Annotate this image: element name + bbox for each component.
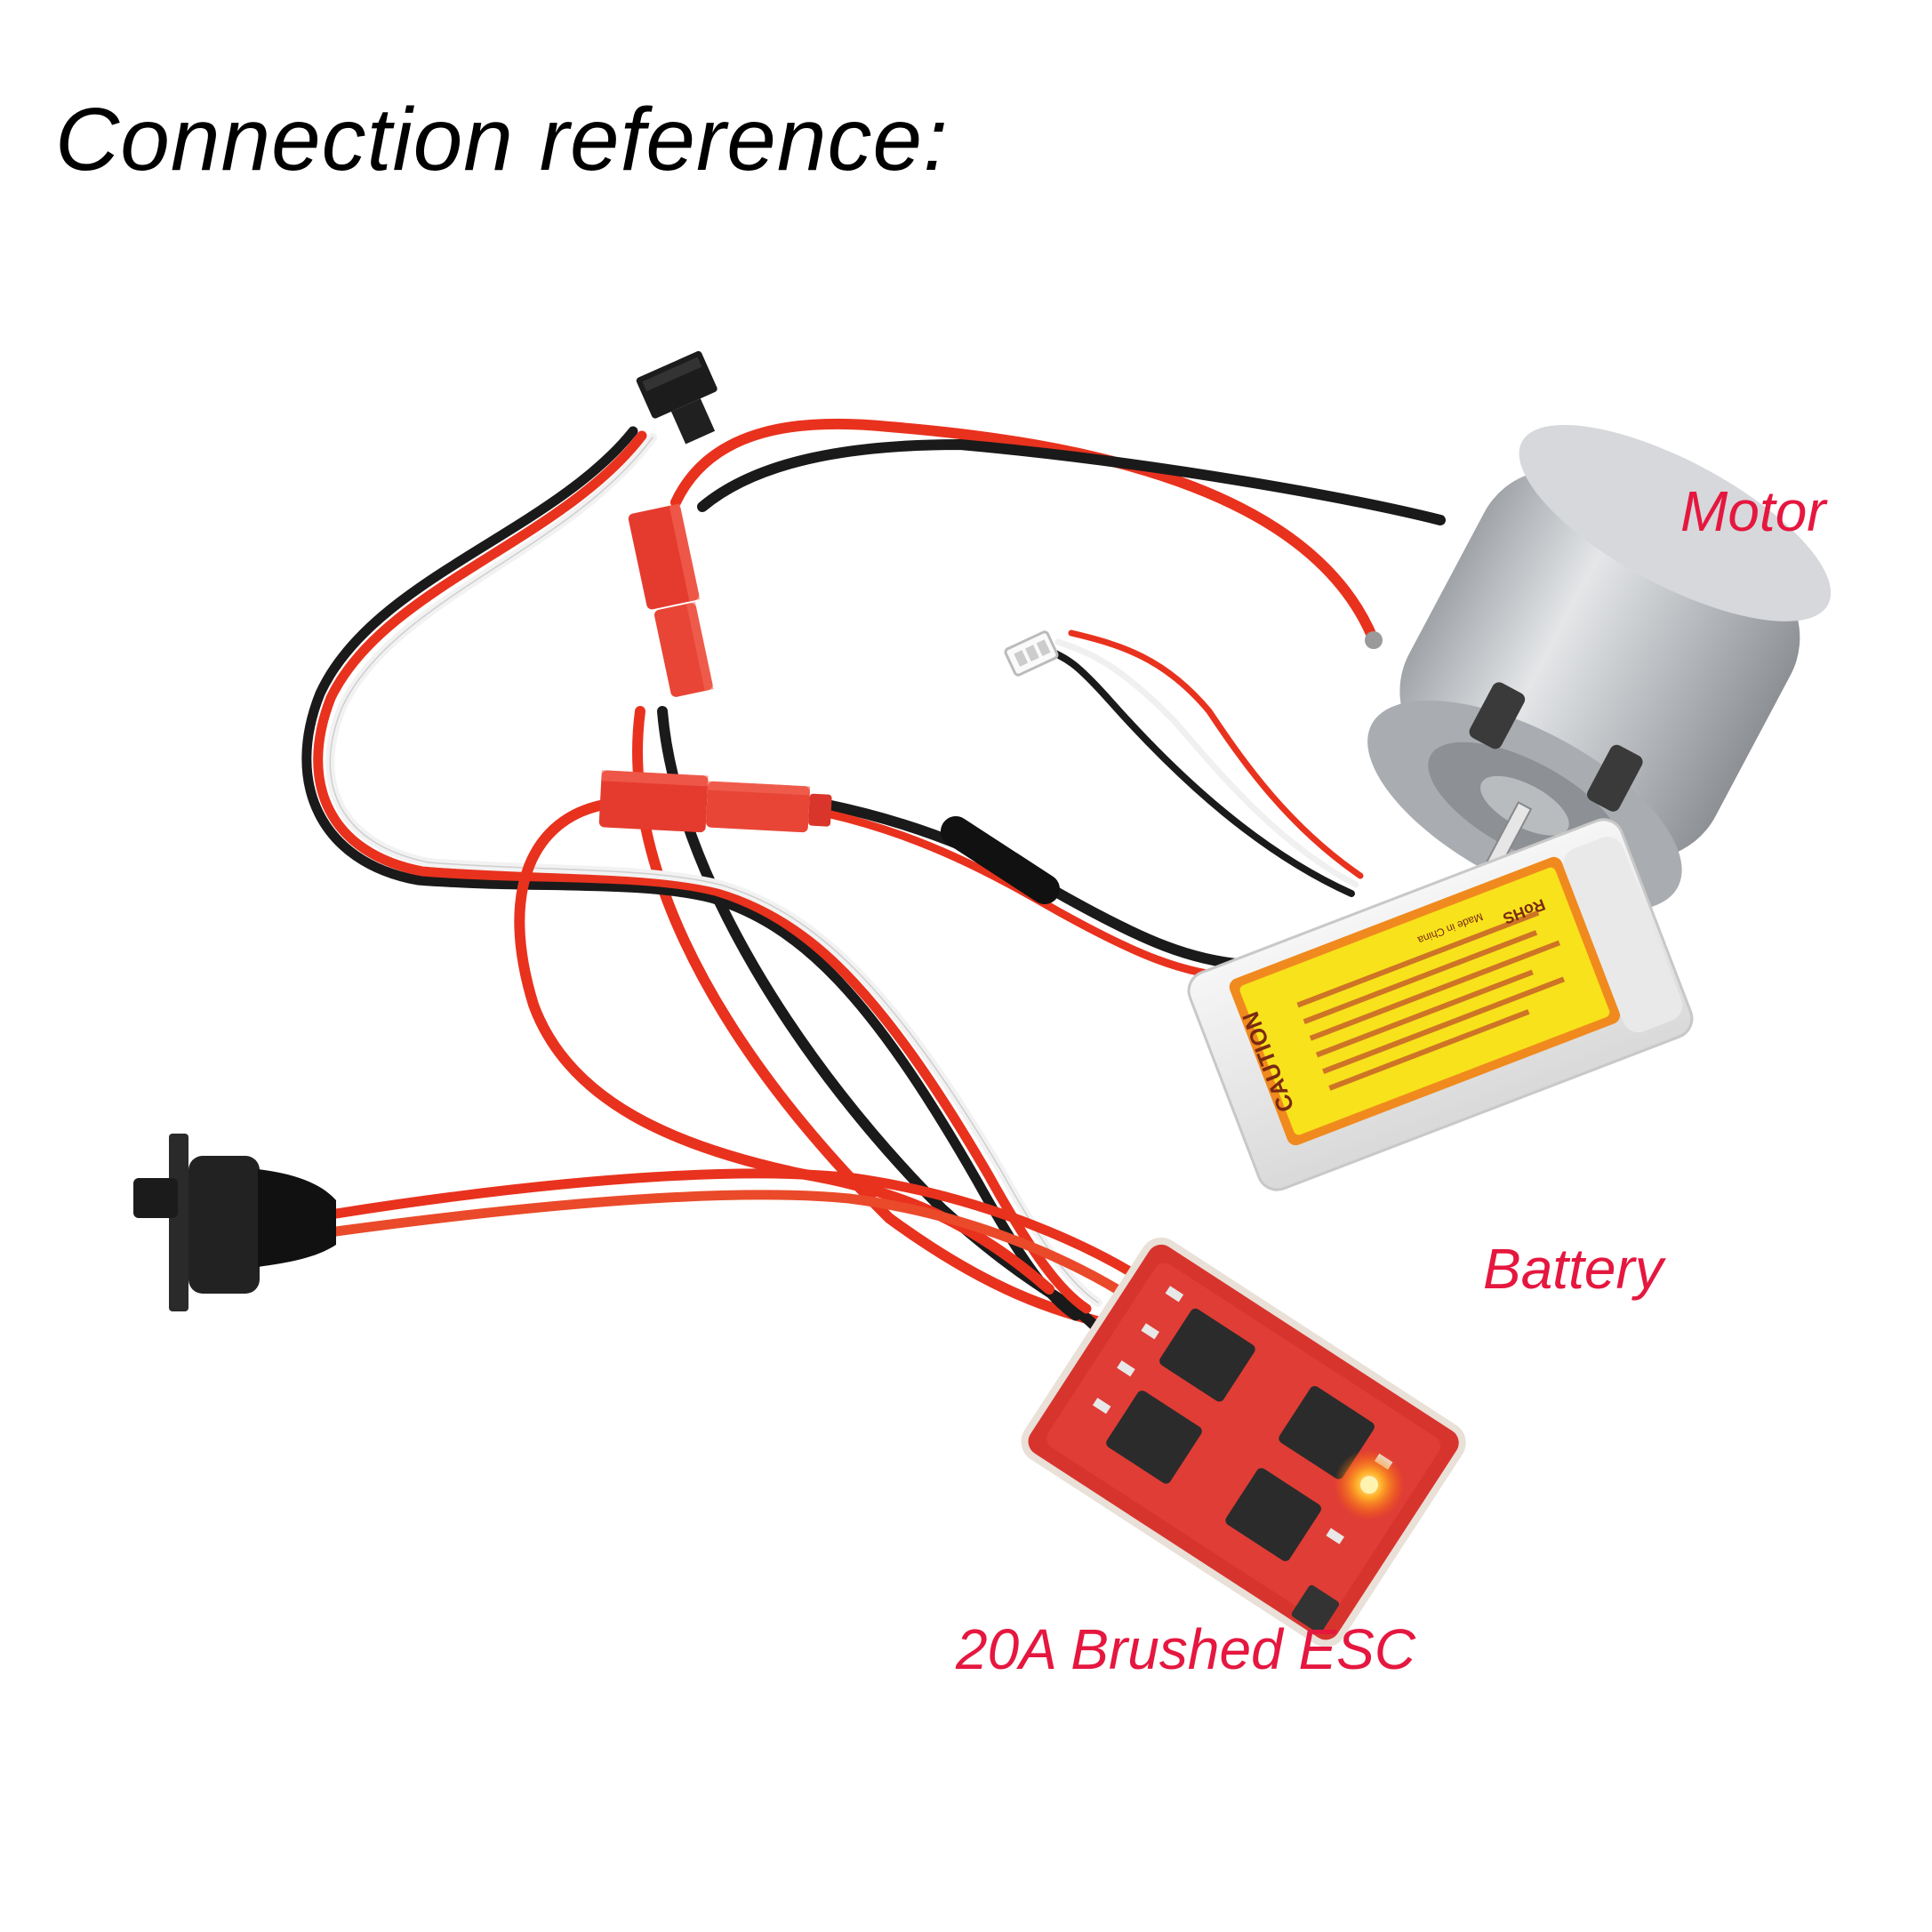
battery-label: Battery <box>1483 1237 1663 1301</box>
heat-shrink <box>941 816 1060 904</box>
battery: CAUTION RoHS Made in China <box>1187 818 1694 1191</box>
power-switch-icon <box>133 1134 336 1311</box>
servo-wire-black <box>301 426 1081 1321</box>
page-title: Connection reference: <box>55 90 949 189</box>
battery-wire-black <box>822 799 1250 970</box>
motor-wire-black <box>697 439 1446 525</box>
battery-wire-red <box>822 809 1245 982</box>
balance-connector-icon <box>1004 630 1059 677</box>
switch-wire-red-1 <box>331 1168 1188 1312</box>
jst-connector-lower <box>598 770 832 833</box>
esc-label: 20A Brushed ESC <box>956 1617 1416 1681</box>
motor-label: Motor <box>1680 479 1826 543</box>
switch-wire-red-2 <box>331 1190 1174 1330</box>
balance-wire-white <box>1054 638 1359 888</box>
servo-wire-red <box>313 430 1092 1314</box>
esc-board <box>1021 1237 1466 1647</box>
motor-wire-red <box>670 418 1379 645</box>
balance-wire-red <box>1068 629 1364 879</box>
jst-connector-icon <box>628 503 714 697</box>
balance-wire-black <box>1041 645 1355 897</box>
servo-connector-icon <box>636 350 717 445</box>
wire-harness <box>301 418 1446 1339</box>
